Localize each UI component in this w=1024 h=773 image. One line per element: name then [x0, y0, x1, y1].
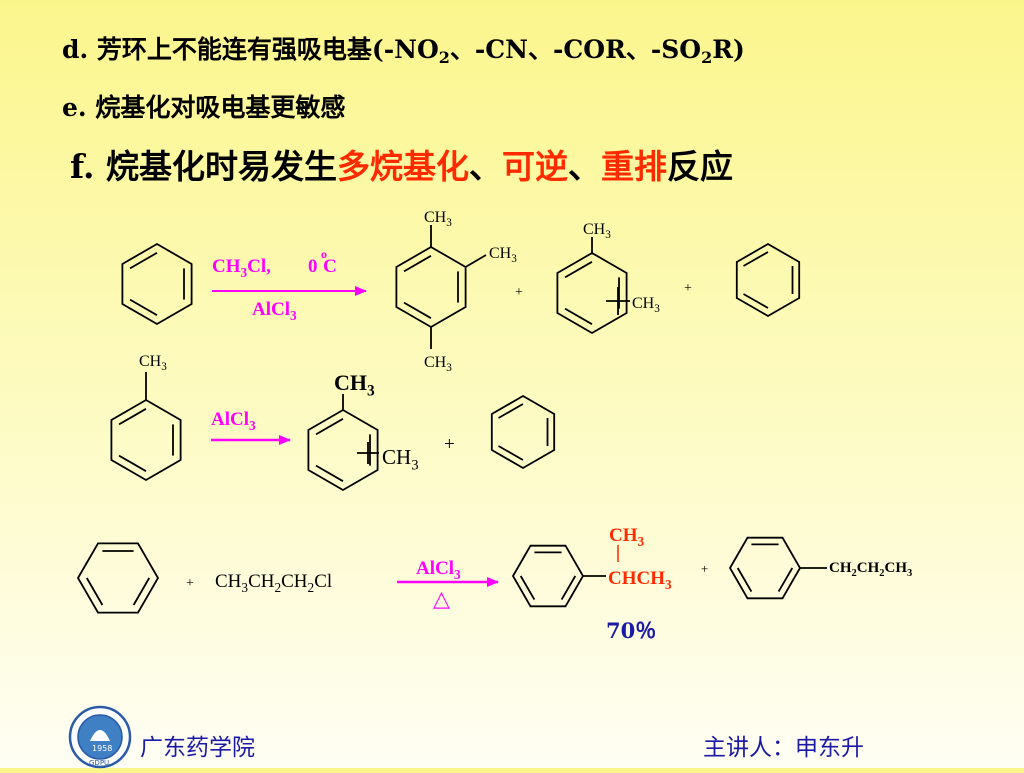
r3-prod-chch3: CHCH3: [608, 568, 672, 592]
r1-product1-ring: [395, 225, 487, 349]
point-f-sep-1: 、: [469, 147, 503, 186]
r2-prod-sub: CH3: [382, 445, 419, 473]
logo-abbr: GDPU: [89, 759, 109, 767]
r2-benzene-product: [490, 394, 556, 470]
r3-reagent: CH3CH2CH2Cl: [215, 571, 332, 595]
r2-product-ring: [307, 394, 379, 492]
r1-plus-2: +: [684, 281, 692, 296]
point-f-prefix: f.: [70, 147, 95, 186]
r3-prod-ch3: CH3: [609, 525, 645, 549]
point-f-red-3: 重排: [601, 147, 668, 186]
r1-prod1-bottom: CH3: [424, 354, 452, 374]
r2-toluene-ring: [110, 372, 182, 482]
school-logo: 1958 GDPU: [68, 705, 132, 769]
r1-degree-mark: o: [321, 247, 327, 261]
r1-plus-1: +: [515, 285, 523, 300]
r2-prod-top: CH3: [334, 370, 375, 400]
r3-catalyst: AlCl3: [416, 558, 461, 582]
r1-product3-benzene: [735, 242, 801, 318]
r1-benzene-start: [121, 242, 193, 326]
r1-product2-ring: [556, 237, 630, 335]
point-f-red-2: 可逆: [502, 147, 569, 186]
r1-prod1-right: CH3: [489, 245, 517, 265]
footer-school-name: 广东药学院: [140, 735, 255, 761]
point-e-text: 烷基化对吸电基更敏感: [95, 93, 346, 122]
r1-reagent-top: CH3Cl,: [212, 256, 271, 280]
point-f-red-1: 多烷基化: [337, 147, 470, 186]
footer-speaker: 主讲人：申东升: [703, 735, 864, 761]
r3-product2-ring: [728, 536, 827, 600]
r1-prod2-right: CH3: [632, 295, 660, 315]
point-d-prefix: d.: [62, 35, 89, 64]
r3-benzene-start: [76, 542, 160, 614]
point-d-sub-2: 2: [701, 48, 713, 67]
point-d-text-main: 芳环上不能连有强吸电基(-NO: [96, 35, 439, 64]
r3-heat: △: [433, 587, 450, 612]
point-f-sep-2: 、: [568, 147, 602, 186]
r3-yield: 70％: [606, 618, 656, 643]
logo-year: 1958: [92, 744, 112, 753]
r3-plus-2: +: [701, 561, 708, 576]
r3-product-ring: [511, 544, 606, 608]
r2-plus: +: [444, 434, 455, 455]
r3-prod2-chain: CH2CH2CH3: [829, 560, 912, 579]
point-e-prefix: e.: [62, 93, 87, 122]
point-f-text-end: 反应: [667, 147, 734, 186]
r1-reagent-deg: C: [323, 256, 337, 277]
point-f: f. 烷基化时易发生多烷基化、可逆、重排反应: [70, 140, 733, 188]
point-d-text-end: R): [712, 35, 745, 64]
point-e: e. 烷基化对吸电基更敏感: [62, 88, 345, 124]
r1-reagent-temp: 0: [308, 256, 318, 277]
r1-catalyst: AlCl3: [252, 299, 297, 323]
r2-start-sub: CH3: [139, 353, 167, 373]
point-f-text-a: 烷基化时易发生: [106, 147, 338, 186]
r1-prod1-top: CH3: [424, 209, 452, 229]
r1-prod2-top: CH3: [583, 221, 611, 241]
point-d: d. 芳环上不能连有强吸电基(-NO2、-CN、-COR、-SO2R): [62, 30, 745, 67]
r2-catalyst: AlCl3: [211, 409, 256, 433]
point-d-text-mid: 、-CN、-COR、-SO: [449, 35, 702, 64]
r3-plus-1: +: [186, 576, 194, 591]
point-d-sub-1: 2: [438, 48, 450, 67]
